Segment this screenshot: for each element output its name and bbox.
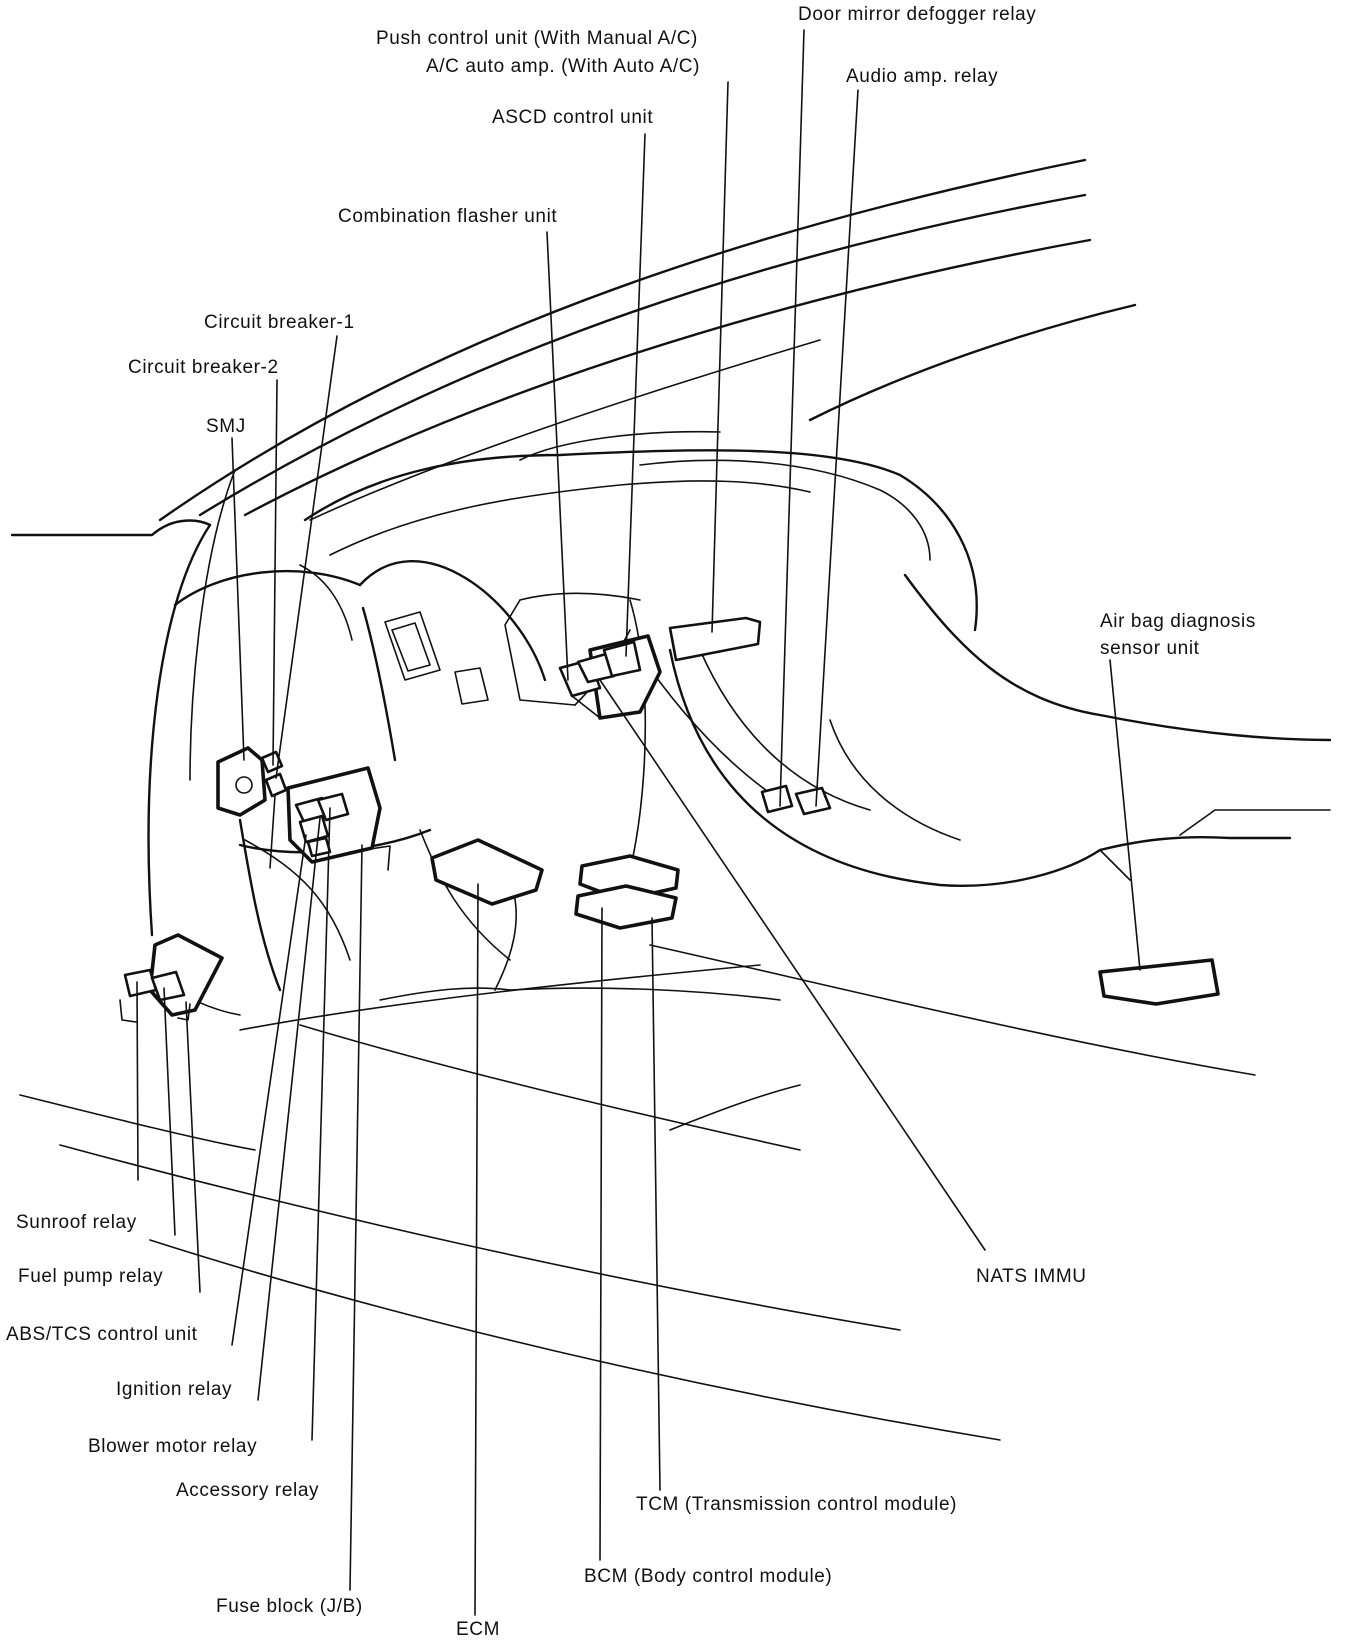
leader-fuel-pump-relay bbox=[163, 987, 176, 1236]
leader-nats-immu bbox=[599, 679, 986, 1251]
leader-ignition-relay bbox=[231, 834, 307, 1346]
smj-connector bbox=[216, 746, 267, 817]
leader-circuit-breaker-1 bbox=[275, 335, 338, 779]
label-abs-tcs-control-unit: ABS/TCS control unit bbox=[6, 1324, 198, 1345]
ecm-module bbox=[430, 838, 544, 906]
push-control-unit-module bbox=[668, 616, 762, 662]
label-air-bag-diagnosis-line1: Air bag diagnosis bbox=[1100, 611, 1256, 632]
label-ac-auto-amp: A/C auto amp. (With Auto A/C) bbox=[426, 56, 700, 77]
right-relays bbox=[760, 784, 832, 816]
leader-combination-flasher-unit bbox=[546, 231, 569, 681]
leader-circuit-breaker-2 bbox=[272, 379, 278, 766]
label-circuit-breaker-2: Circuit breaker-2 bbox=[128, 357, 279, 378]
label-ascd-control-unit: ASCD control unit bbox=[492, 107, 653, 128]
center-relay-cluster bbox=[558, 634, 662, 720]
leader-abs-tcs-control-unit bbox=[185, 1001, 201, 1293]
leader-tcm bbox=[651, 917, 661, 1491]
label-nats-immu: NATS IMMU bbox=[976, 1266, 1087, 1287]
leader-audio-amp-relay bbox=[815, 89, 859, 807]
label-audio-amp-relay: Audio amp. relay bbox=[846, 66, 998, 87]
leader-fuse-block bbox=[349, 844, 363, 1591]
leader-door-mirror-defogger-relay bbox=[779, 29, 805, 807]
leader-bcm bbox=[599, 907, 603, 1561]
vehicle-interior-sketch bbox=[10, 158, 1332, 1441]
air-bag-sensor-module bbox=[1098, 958, 1220, 1006]
bcm-tcm-stack bbox=[574, 854, 680, 930]
label-accessory-relay: Accessory relay bbox=[176, 1480, 319, 1501]
leader-accessory-relay bbox=[311, 807, 331, 1441]
components bbox=[119, 616, 1220, 1023]
label-push-control-unit: Push control unit (With Manual A/C) bbox=[376, 28, 698, 49]
leader-smj bbox=[231, 437, 245, 761]
label-ecm: ECM bbox=[456, 1619, 500, 1640]
label-door-mirror-defogger-relay: Door mirror defogger relay bbox=[798, 4, 1036, 25]
leader-lines bbox=[136, 29, 1141, 1616]
leader-sunroof-relay bbox=[136, 981, 139, 1181]
circuit-breakers bbox=[260, 750, 288, 798]
fuse-block-assembly bbox=[269, 766, 391, 871]
label-tcm: TCM (Transmission control module) bbox=[636, 1494, 957, 1515]
leader-ascd-control-unit bbox=[625, 133, 646, 657]
label-fuse-block: Fuse block (J/B) bbox=[216, 1596, 363, 1617]
labels: Door mirror defogger relay Push control … bbox=[6, 4, 1256, 1640]
leader-blower-motor-relay bbox=[257, 817, 321, 1401]
label-sunroof-relay: Sunroof relay bbox=[16, 1212, 137, 1233]
label-smj: SMJ bbox=[206, 416, 246, 437]
leader-air-bag-sensor bbox=[1109, 659, 1141, 971]
leader-ecm bbox=[474, 883, 479, 1616]
abs-tcs-module bbox=[119, 933, 224, 1023]
label-bcm: BCM (Body control module) bbox=[584, 1566, 832, 1587]
label-ignition-relay: Ignition relay bbox=[116, 1379, 232, 1400]
label-air-bag-diagnosis-line2: sensor unit bbox=[1100, 638, 1200, 659]
leader-push-control-unit bbox=[711, 81, 729, 633]
label-combination-flasher-unit: Combination flasher unit bbox=[338, 206, 557, 227]
label-fuel-pump-relay: Fuel pump relay bbox=[18, 1266, 163, 1287]
label-blower-motor-relay: Blower motor relay bbox=[88, 1436, 257, 1457]
label-circuit-breaker-1: Circuit breaker-1 bbox=[204, 312, 355, 333]
